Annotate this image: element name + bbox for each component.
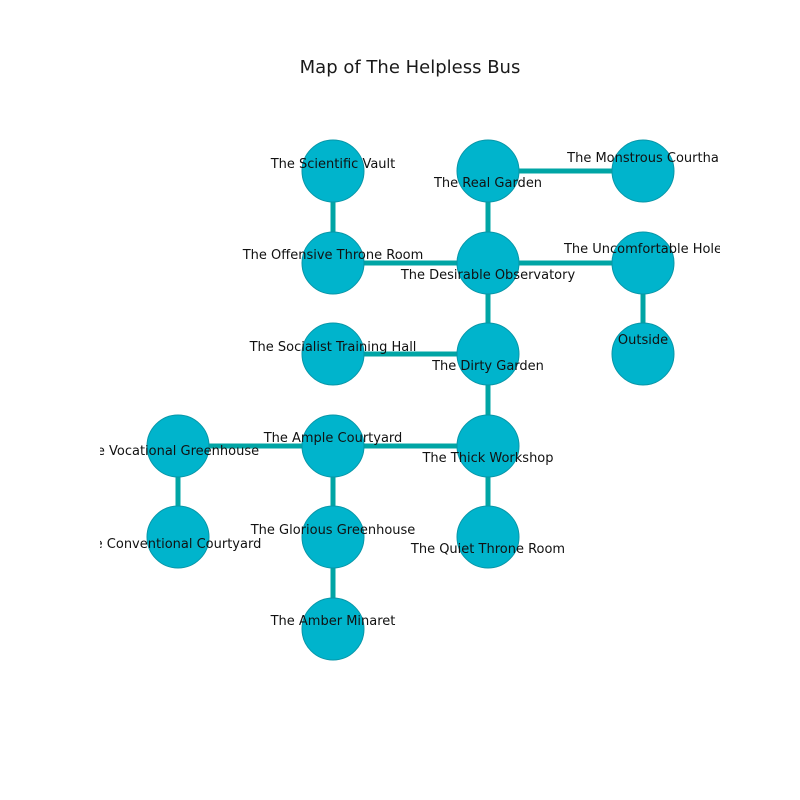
node-desirable-observatory (456, 231, 520, 295)
node-label-outside: Outside (618, 333, 668, 348)
node-label-real-garden: The Real Garden (433, 176, 542, 191)
node-label-ample-courtyard: The Ample Courtyard (263, 431, 403, 446)
node-label-quiet-throne-room: The Quiet Throne Room (410, 542, 565, 557)
node-monstrous-courthouse (611, 139, 675, 203)
map-title: Map of The Helpless Bus (300, 57, 521, 78)
map-edges (175, 168, 646, 629)
node-socialist-training-hall (301, 322, 365, 386)
node-glorious-greenhouse (301, 505, 365, 569)
node-label-scientific-vault: The Scientific Vault (270, 157, 396, 172)
node-label-desirable-observatory: The Desirable Observatory (400, 268, 576, 283)
node-dirty-garden (456, 322, 520, 386)
node-real-garden (456, 139, 520, 203)
node-conventional-courtyard (146, 505, 210, 569)
node-label-monstrous-courthouse: The Monstrous Courtha (566, 151, 719, 166)
node-amber-minaret (301, 597, 365, 661)
node-uncomfortable-hole (611, 231, 675, 295)
node-label-amber-minaret: The Amber Minaret (270, 614, 396, 629)
node-label-glorious-greenhouse: The Glorious Greenhouse (250, 523, 416, 538)
node-label-vocational-greenhouse: e Vocational Greenhouse (97, 444, 259, 459)
node-label-conventional-courtyard: e Conventional Courtyard (95, 537, 262, 552)
map-nodes (146, 139, 675, 661)
node-quiet-throne-room (456, 505, 520, 569)
node-label-socialist-training-hall: The Socialist Training Hall (249, 340, 417, 355)
node-label-dirty-garden: The Dirty Garden (431, 359, 544, 374)
node-outside (611, 322, 675, 386)
node-ample-courtyard (301, 414, 365, 478)
node-label-thick-workshop: The Thick Workshop (421, 451, 553, 466)
node-label-offensive-throne-room: The Offensive Throne Room (242, 248, 424, 263)
node-offensive-throne-room (301, 231, 365, 295)
node-label-uncomfortable-hole: The Uncomfortable Hole (563, 242, 722, 257)
node-vocational-greenhouse (146, 414, 210, 478)
node-thick-workshop (456, 414, 520, 478)
node-scientific-vault (301, 139, 365, 203)
